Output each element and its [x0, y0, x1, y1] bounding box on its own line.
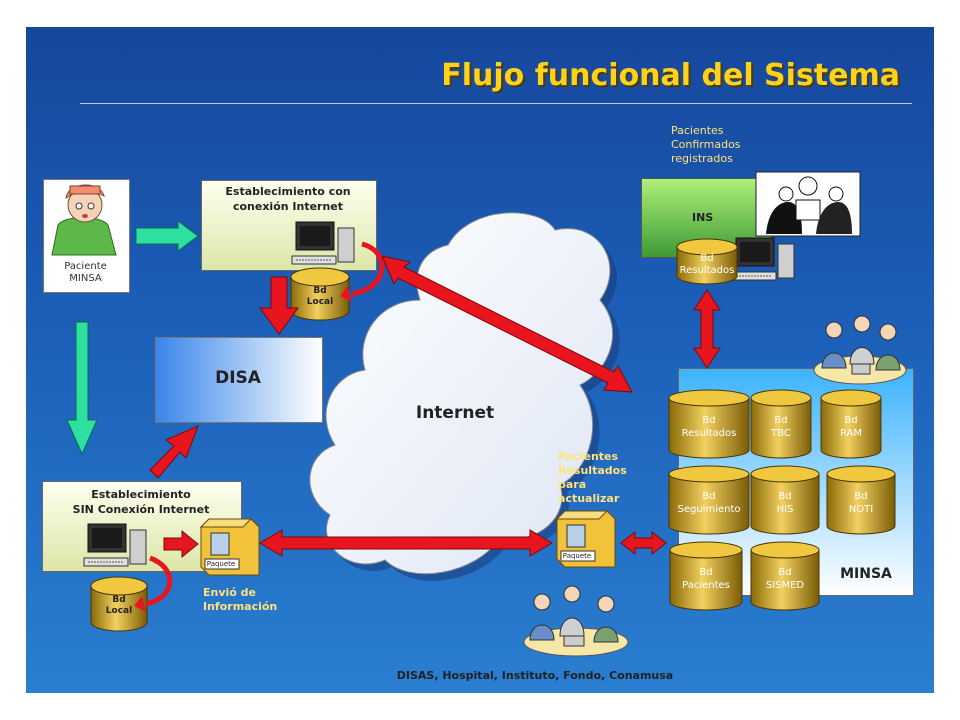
unconnected-establishment-label: Establecimiento SIN Conexión Internet [42, 487, 240, 517]
send-info-note: Envió de Información [203, 586, 303, 614]
minsa-db-label-line1: Bd [844, 415, 858, 426]
ins-label: INS [692, 211, 714, 224]
package-label-left: Paquete [206, 560, 236, 568]
update-note-line1: Pacientes [558, 450, 619, 463]
minsa-db-label-line2: TBC [771, 428, 791, 439]
package-label-right: Paquete [562, 552, 592, 560]
patient-label: Paciente MINSA [43, 261, 128, 285]
minsa-db-label-line2: RAM [839, 428, 862, 439]
confirmed-patients-note: Pacientes Confirmados registrados [671, 124, 781, 166]
title-divider [80, 103, 912, 104]
connected-establishment-label: Establecimiento con conexión Internet [201, 184, 375, 214]
confirmed-note-line2: Confirmados [671, 138, 741, 151]
minsa-db-label-line2: Resultados [681, 428, 737, 439]
minsa-db-label-line1: Bd [778, 567, 792, 578]
minsa-db-label-line1: Bd [702, 415, 716, 426]
minsa-box [678, 368, 914, 596]
connected-db-line2: Local [306, 297, 334, 307]
minsa-db-label-line2: NOTI [848, 504, 874, 515]
connected-db-line1: Bd [313, 286, 327, 296]
unconnected-establishment-line2: SIN Conexión Internet [72, 503, 210, 516]
minsa-db-label-line2: Pacientes [682, 580, 730, 591]
minsa-db-label-line1: Bd [699, 567, 713, 578]
minsa-db-label-line1: Bd [854, 491, 868, 502]
ins-db-line1: Bd [700, 253, 714, 264]
update-note-line3: para [558, 478, 587, 491]
minsa-db-label-line2: Seguimiento [677, 504, 741, 515]
disa-box [155, 337, 323, 423]
patient-label-line1: Paciente [64, 261, 107, 272]
update-note-line2: Resultados [558, 464, 627, 477]
send-note-line2: Información [203, 600, 278, 613]
connected-db-label: Bd Local [291, 286, 349, 308]
minsa-db-label-line1: Bd [702, 491, 716, 502]
connected-establishment-line2: conexión Internet [232, 200, 344, 213]
unconnected-db-line1: Bd [112, 595, 126, 605]
minsa-db-label-line2: SISMED [765, 580, 805, 591]
unconnected-db-line2: Local [105, 606, 133, 616]
confirmed-note-line3: registrados [671, 152, 733, 165]
unconnected-establishment-line1: Establecimiento [91, 488, 191, 501]
patient-label-line2: MINSA [69, 273, 102, 284]
confirmed-note-line1: Pacientes [671, 124, 724, 137]
update-note-line4: actualizar [558, 492, 620, 505]
internet-label: Internet [415, 403, 495, 423]
minsa-label: MINSA [840, 566, 892, 582]
connected-establishment-line1: Establecimiento con [225, 185, 351, 198]
unconnected-db-label: Bd Local [91, 595, 147, 617]
disa-label: DISA [215, 368, 261, 388]
minsa-db-label-line1: Bd [774, 415, 788, 426]
ins-db-label: Bd Resultados [671, 253, 743, 277]
page-title: Flujo funcional del Sistema [441, 58, 900, 93]
ins-db-line2: Resultados [679, 265, 735, 276]
footer-entities: DISAS, Hospital, Instituto, Fondo, Conam… [396, 669, 674, 682]
send-note-line1: Envió de [203, 586, 257, 599]
minsa-db-label-line2: HIS [776, 504, 794, 515]
minsa-db-label-line1: Bd [778, 491, 792, 502]
update-patients-note: Pacientes Resultados para actualizar [558, 450, 648, 506]
